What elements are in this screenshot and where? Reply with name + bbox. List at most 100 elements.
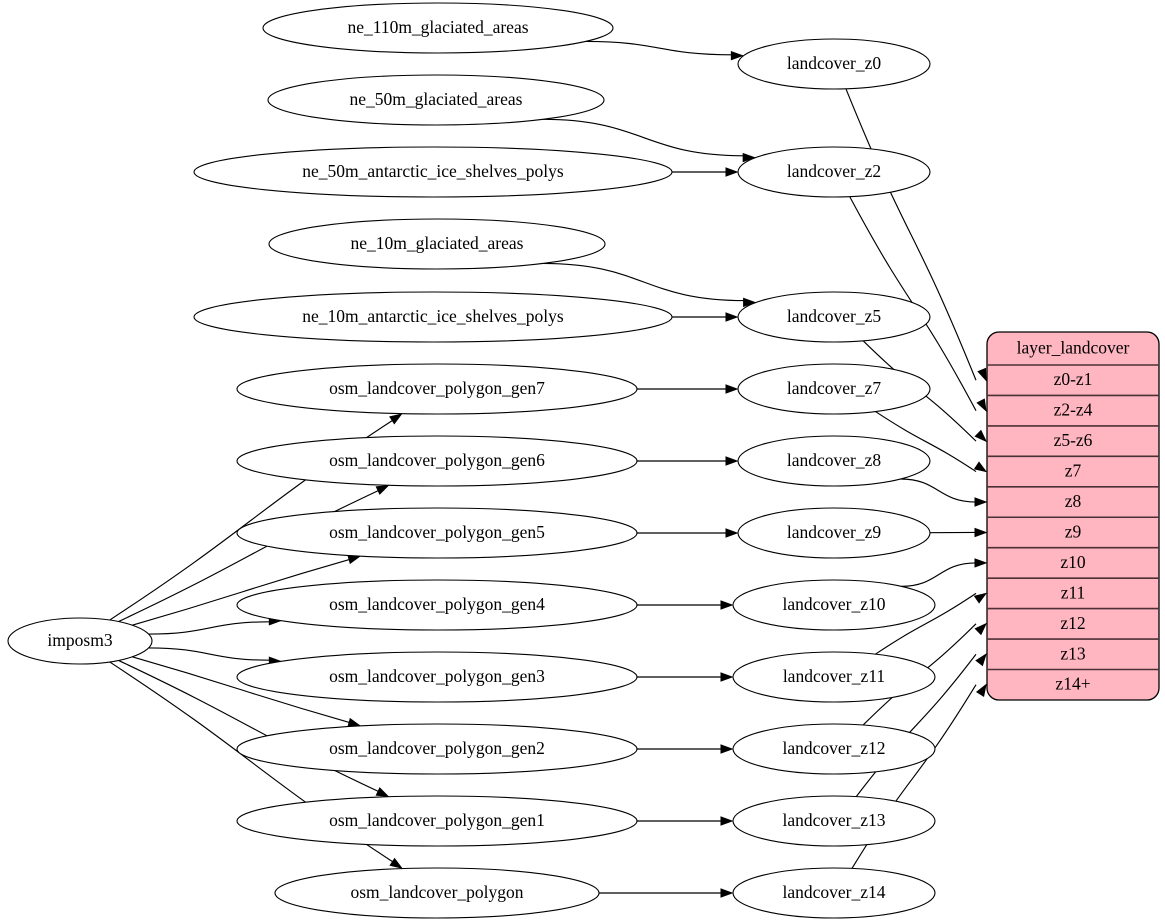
layer-table-row-z11[interactable]: z11 — [1061, 582, 1086, 602]
node-shape-landcover_z10 — [732, 579, 936, 631]
node-shape-osm_landcover_polygon_gen6 — [236, 435, 638, 487]
layer-table-title: layer_landcover — [1017, 338, 1130, 358]
node-landcover_z11[interactable]: landcover_z11 — [732, 651, 936, 703]
node-shape-ne_110m_glaciated_areas — [262, 2, 614, 54]
node-ne_50m_glaciated_areas[interactable]: ne_50m_glaciated_areas — [267, 74, 605, 126]
edge — [542, 262, 745, 302]
node-landcover_z0[interactable]: landcover_z0 — [737, 38, 931, 90]
node-label-ne_110m_glaciated_areas: ne_110m_glaciated_areas — [347, 17, 528, 37]
edge — [148, 647, 271, 661]
node-shape-ne_50m_antarctic_ice_shelves_polys — [193, 146, 673, 198]
node-landcover_z10[interactable]: landcover_z10 — [732, 579, 936, 631]
node-landcover_z7[interactable]: landcover_z7 — [737, 363, 931, 415]
node-ne_50m_antarctic_ice_shelves_polys[interactable]: ne_50m_antarctic_ice_shelves_polys — [193, 146, 673, 198]
node-label-imposm3: imposm3 — [47, 630, 112, 650]
layer-table-row-z14+[interactable]: z14+ — [1055, 674, 1090, 694]
node-shape-imposm3 — [7, 617, 153, 665]
node-osm_landcover_polygon_gen1[interactable]: osm_landcover_polygon_gen1 — [236, 795, 638, 847]
node-label-osm_landcover_polygon_gen5: osm_landcover_polygon_gen5 — [329, 522, 545, 542]
node-shape-osm_landcover_polygon_gen3 — [236, 651, 638, 703]
node-landcover_z14[interactable]: landcover_z14 — [732, 867, 936, 919]
node-osm_landcover_polygon_gen5[interactable]: osm_landcover_polygon_gen5 — [236, 507, 638, 559]
node-ne_10m_antarctic_ice_shelves_polys[interactable]: ne_10m_antarctic_ice_shelves_polys — [193, 291, 673, 343]
node-shape-landcover_z13 — [732, 795, 936, 847]
node-label-osm_landcover_polygon_gen2: osm_landcover_polygon_gen2 — [329, 738, 545, 758]
node-landcover_z12[interactable]: landcover_z12 — [732, 723, 936, 775]
node-osm_landcover_polygon_gen7[interactable]: osm_landcover_polygon_gen7 — [236, 363, 638, 415]
edge — [900, 478, 977, 503]
node-label-landcover_z8: landcover_z8 — [787, 450, 882, 470]
node-shape-osm_landcover_polygon_gen7 — [236, 363, 638, 415]
node-label-landcover_z12: landcover_z12 — [782, 738, 885, 758]
node-landcover_z5[interactable]: landcover_z5 — [737, 291, 931, 343]
layer-table-row-z9[interactable]: z9 — [1065, 521, 1082, 541]
node-shape-landcover_z9 — [737, 507, 931, 559]
edge — [901, 562, 977, 587]
node-shape-ne_50m_glaciated_areas — [267, 74, 605, 126]
node-shape-ne_10m_glaciated_areas — [268, 218, 606, 270]
node-landcover_z13[interactable]: landcover_z13 — [732, 795, 936, 847]
node-shape-osm_landcover_polygon — [274, 867, 600, 919]
node-label-landcover_z0: landcover_z0 — [787, 53, 882, 73]
node-label-ne_50m_antarctic_ice_shelves_polys: ne_50m_antarctic_ice_shelves_polys — [302, 161, 564, 181]
node-shape-landcover_z14 — [732, 867, 936, 919]
node-osm_landcover_polygon_gen6[interactable]: osm_landcover_polygon_gen6 — [236, 435, 638, 487]
node-ne_10m_glaciated_areas[interactable]: ne_10m_glaciated_areas — [268, 218, 606, 270]
edge — [542, 118, 745, 157]
layer-table-row-z10[interactable]: z10 — [1060, 552, 1086, 572]
node-imposm3[interactable]: imposm3 — [7, 617, 153, 665]
node-shape-landcover_z7 — [737, 363, 931, 415]
layer-table-row-z7[interactable]: z7 — [1065, 461, 1082, 481]
node-label-landcover_z9: landcover_z9 — [787, 522, 882, 542]
edge — [132, 656, 351, 724]
node-shape-osm_landcover_polygon_gen4 — [236, 579, 638, 631]
edge — [845, 88, 977, 381]
edge — [132, 558, 351, 626]
node-label-ne_10m_antarctic_ice_shelves_polys: ne_10m_antarctic_ice_shelves_polys — [302, 306, 564, 326]
node-shape-osm_landcover_polygon_gen2 — [236, 723, 638, 775]
layer-landcover-table[interactable]: layer_landcover z0-z1 z2-z4 z5-z6 z7 z8 z9 z10 z… — [986, 331, 1160, 701]
node-shape-landcover_z11 — [732, 651, 936, 703]
node-osm_landcover_polygon[interactable]: osm_landcover_polygon — [274, 867, 600, 919]
node-ne_110m_glaciated_areas[interactable]: ne_110m_glaciated_areas — [262, 2, 614, 54]
node-label-landcover_z14: landcover_z14 — [782, 882, 885, 902]
node-osm_landcover_polygon_gen3[interactable]: osm_landcover_polygon_gen3 — [236, 651, 638, 703]
node-label-osm_landcover_polygon: osm_landcover_polygon — [350, 882, 523, 902]
node-osm_landcover_polygon_gen4[interactable]: osm_landcover_polygon_gen4 — [236, 579, 638, 631]
layer-table-row-z13[interactable]: z13 — [1060, 643, 1086, 663]
node-label-landcover_z13: landcover_z13 — [782, 810, 885, 830]
node-label-landcover_z10: landcover_z10 — [782, 594, 885, 614]
node-shape-osm_landcover_polygon_gen1 — [236, 795, 638, 847]
edge — [148, 621, 271, 635]
node-label-landcover_z5: landcover_z5 — [787, 306, 882, 326]
edge — [875, 411, 977, 473]
edge — [585, 40, 733, 56]
node-shape-landcover_z8 — [737, 435, 931, 487]
node-label-ne_50m_glaciated_areas: ne_50m_glaciated_areas — [350, 89, 523, 109]
node-label-osm_landcover_polygon_gen7: osm_landcover_polygon_gen7 — [329, 378, 545, 398]
node-osm_landcover_polygon_gen2[interactable]: osm_landcover_polygon_gen2 — [236, 723, 638, 775]
node-label-ne_10m_glaciated_areas: ne_10m_glaciated_areas — [351, 233, 524, 253]
layer-table-row-z2-z4[interactable]: z2-z4 — [1054, 400, 1093, 420]
layer-table-row-z8[interactable]: z8 — [1065, 491, 1082, 511]
node-landcover_z9[interactable]: landcover_z9 — [737, 507, 931, 559]
node-label-osm_landcover_polygon_gen6: osm_landcover_polygon_gen6 — [329, 450, 545, 470]
node-label-landcover_z11: landcover_z11 — [783, 666, 885, 686]
node-landcover_z8[interactable]: landcover_z8 — [737, 435, 931, 487]
layer-table-row-z5-z6[interactable]: z5-z6 — [1054, 430, 1093, 450]
layer-table-row-z12[interactable]: z12 — [1060, 613, 1085, 633]
node-shape-landcover_z0 — [737, 38, 931, 90]
node-label-osm_landcover_polygon_gen3: osm_landcover_polygon_gen3 — [329, 666, 545, 686]
layer-table-row-z0-z1[interactable]: z0-z1 — [1054, 369, 1093, 389]
node-label-landcover_z7: landcover_z7 — [787, 378, 882, 398]
node-landcover_z2[interactable]: landcover_z2 — [737, 146, 931, 198]
node-label-landcover_z2: landcover_z2 — [787, 161, 881, 181]
node-label-osm_landcover_polygon_gen4: osm_landcover_polygon_gen4 — [329, 594, 545, 614]
node-shape-ne_10m_antarctic_ice_shelves_polys — [193, 291, 673, 343]
node-shape-landcover_z5 — [737, 291, 931, 343]
node-label-osm_landcover_polygon_gen1: osm_landcover_polygon_gen1 — [329, 810, 545, 830]
node-shape-landcover_z12 — [732, 723, 936, 775]
node-shape-osm_landcover_polygon_gen5 — [236, 507, 638, 559]
